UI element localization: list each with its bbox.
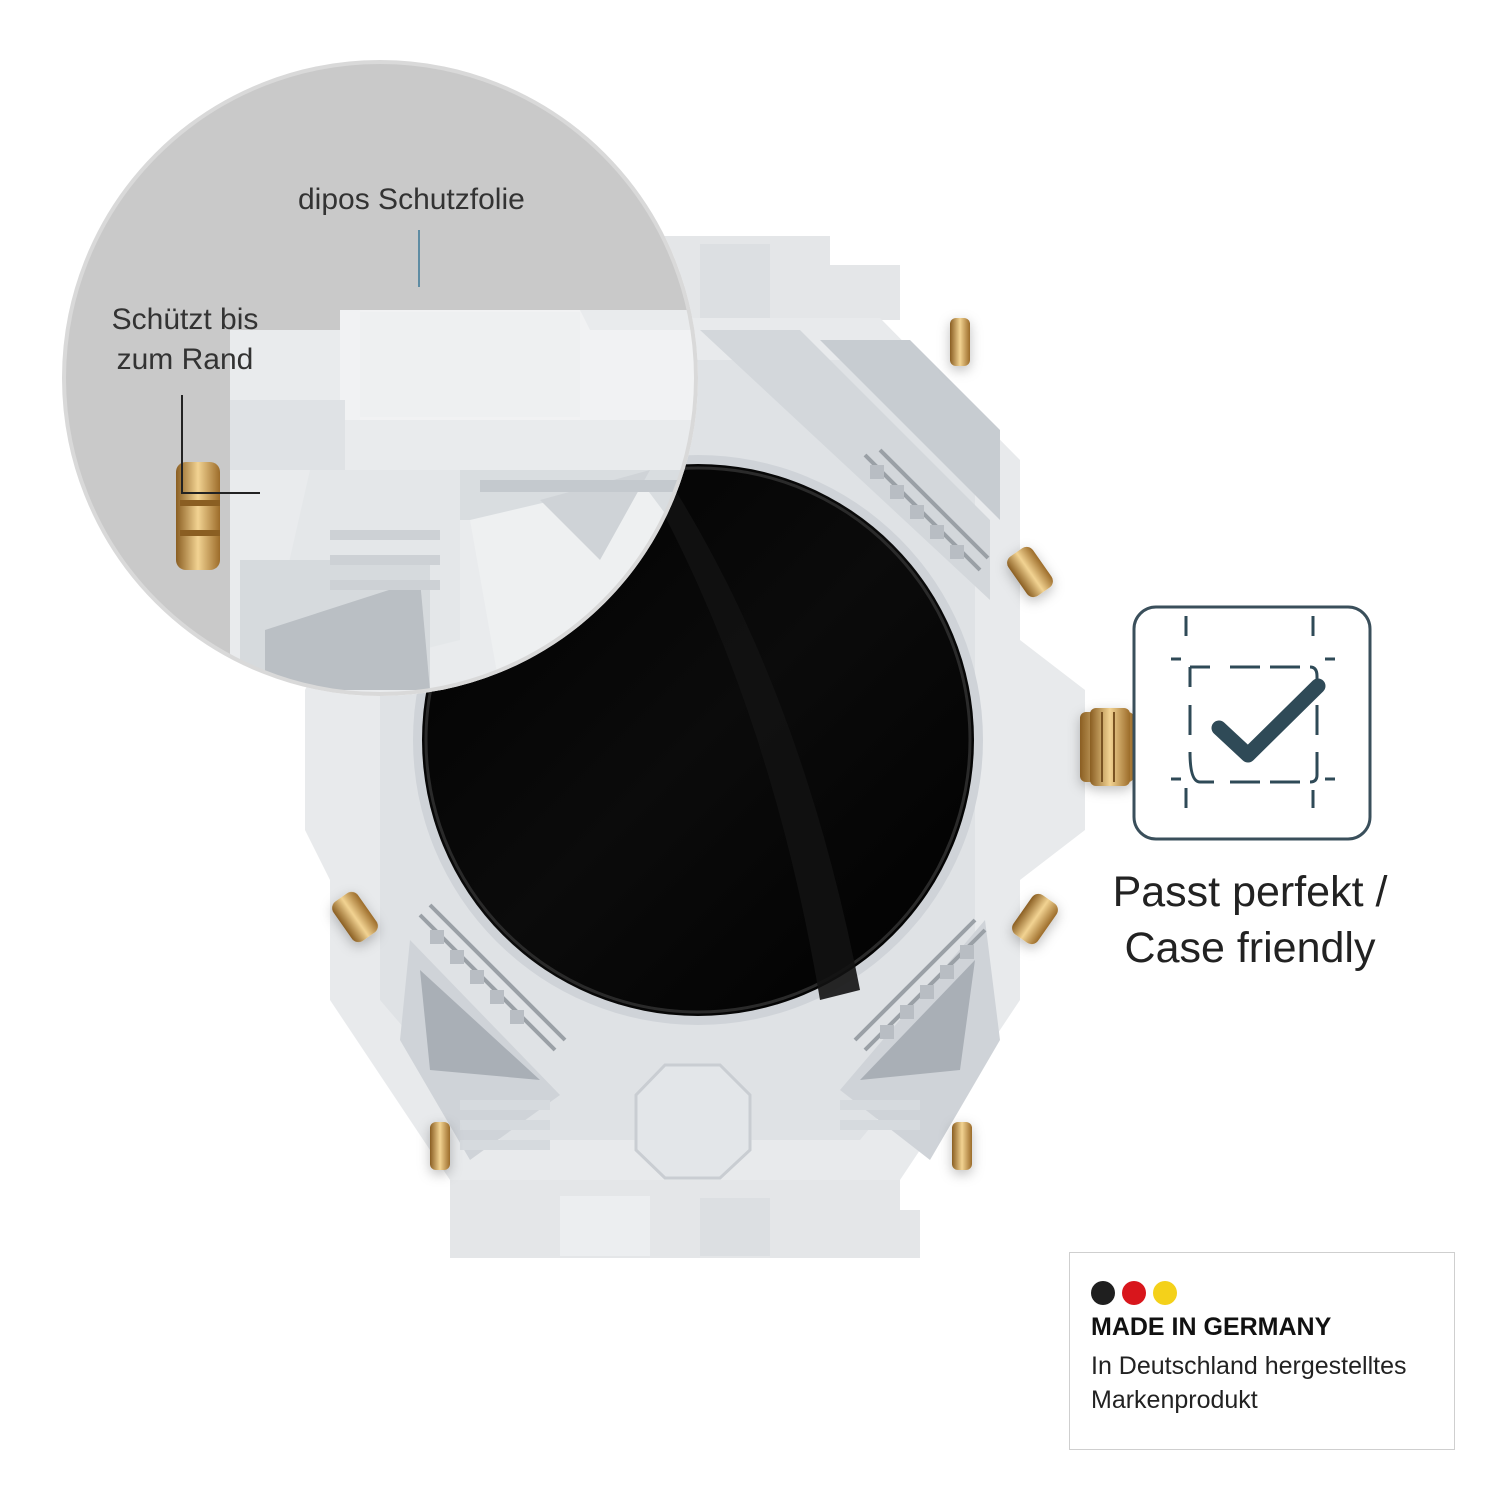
case-friendly-caption: Passt perfekt / Case friendly: [1080, 864, 1420, 976]
watch-buttons: [332, 318, 1134, 1170]
zoom-magnifier: [62, 60, 698, 696]
flag-dot-gold: [1153, 1281, 1177, 1305]
made-in-line2: Markenprodukt: [1091, 1386, 1258, 1414]
edge-protection-label: Schützt bis zum Rand: [100, 300, 270, 380]
caption-line1: Passt perfekt /: [1112, 868, 1388, 916]
flag-dot-black: [1091, 1281, 1115, 1305]
caption-line2: Case friendly: [1124, 924, 1376, 972]
zoom-title-label: dipos Schutzfolie: [298, 183, 525, 216]
edge-protection-line2: zum Rand: [116, 343, 254, 376]
made-in-germany-badge: MADE IN GERMANY In Deutschland hergestel…: [1069, 1252, 1455, 1450]
edge-protection-line1: Schützt bis: [111, 303, 259, 336]
flag-dot-red: [1122, 1281, 1146, 1305]
checkmark-in-frame-icon: [1132, 605, 1372, 841]
zoomed-crown: [176, 462, 220, 570]
made-in-line1: In Deutschland hergestelltes: [1091, 1352, 1407, 1380]
made-in-germany-title: MADE IN GERMANY: [1091, 1313, 1332, 1341]
edge-pointer-line: [181, 395, 260, 494]
made-in-germany-subtitle: In Deutschland hergestelltes Markenprodu…: [1091, 1349, 1451, 1417]
